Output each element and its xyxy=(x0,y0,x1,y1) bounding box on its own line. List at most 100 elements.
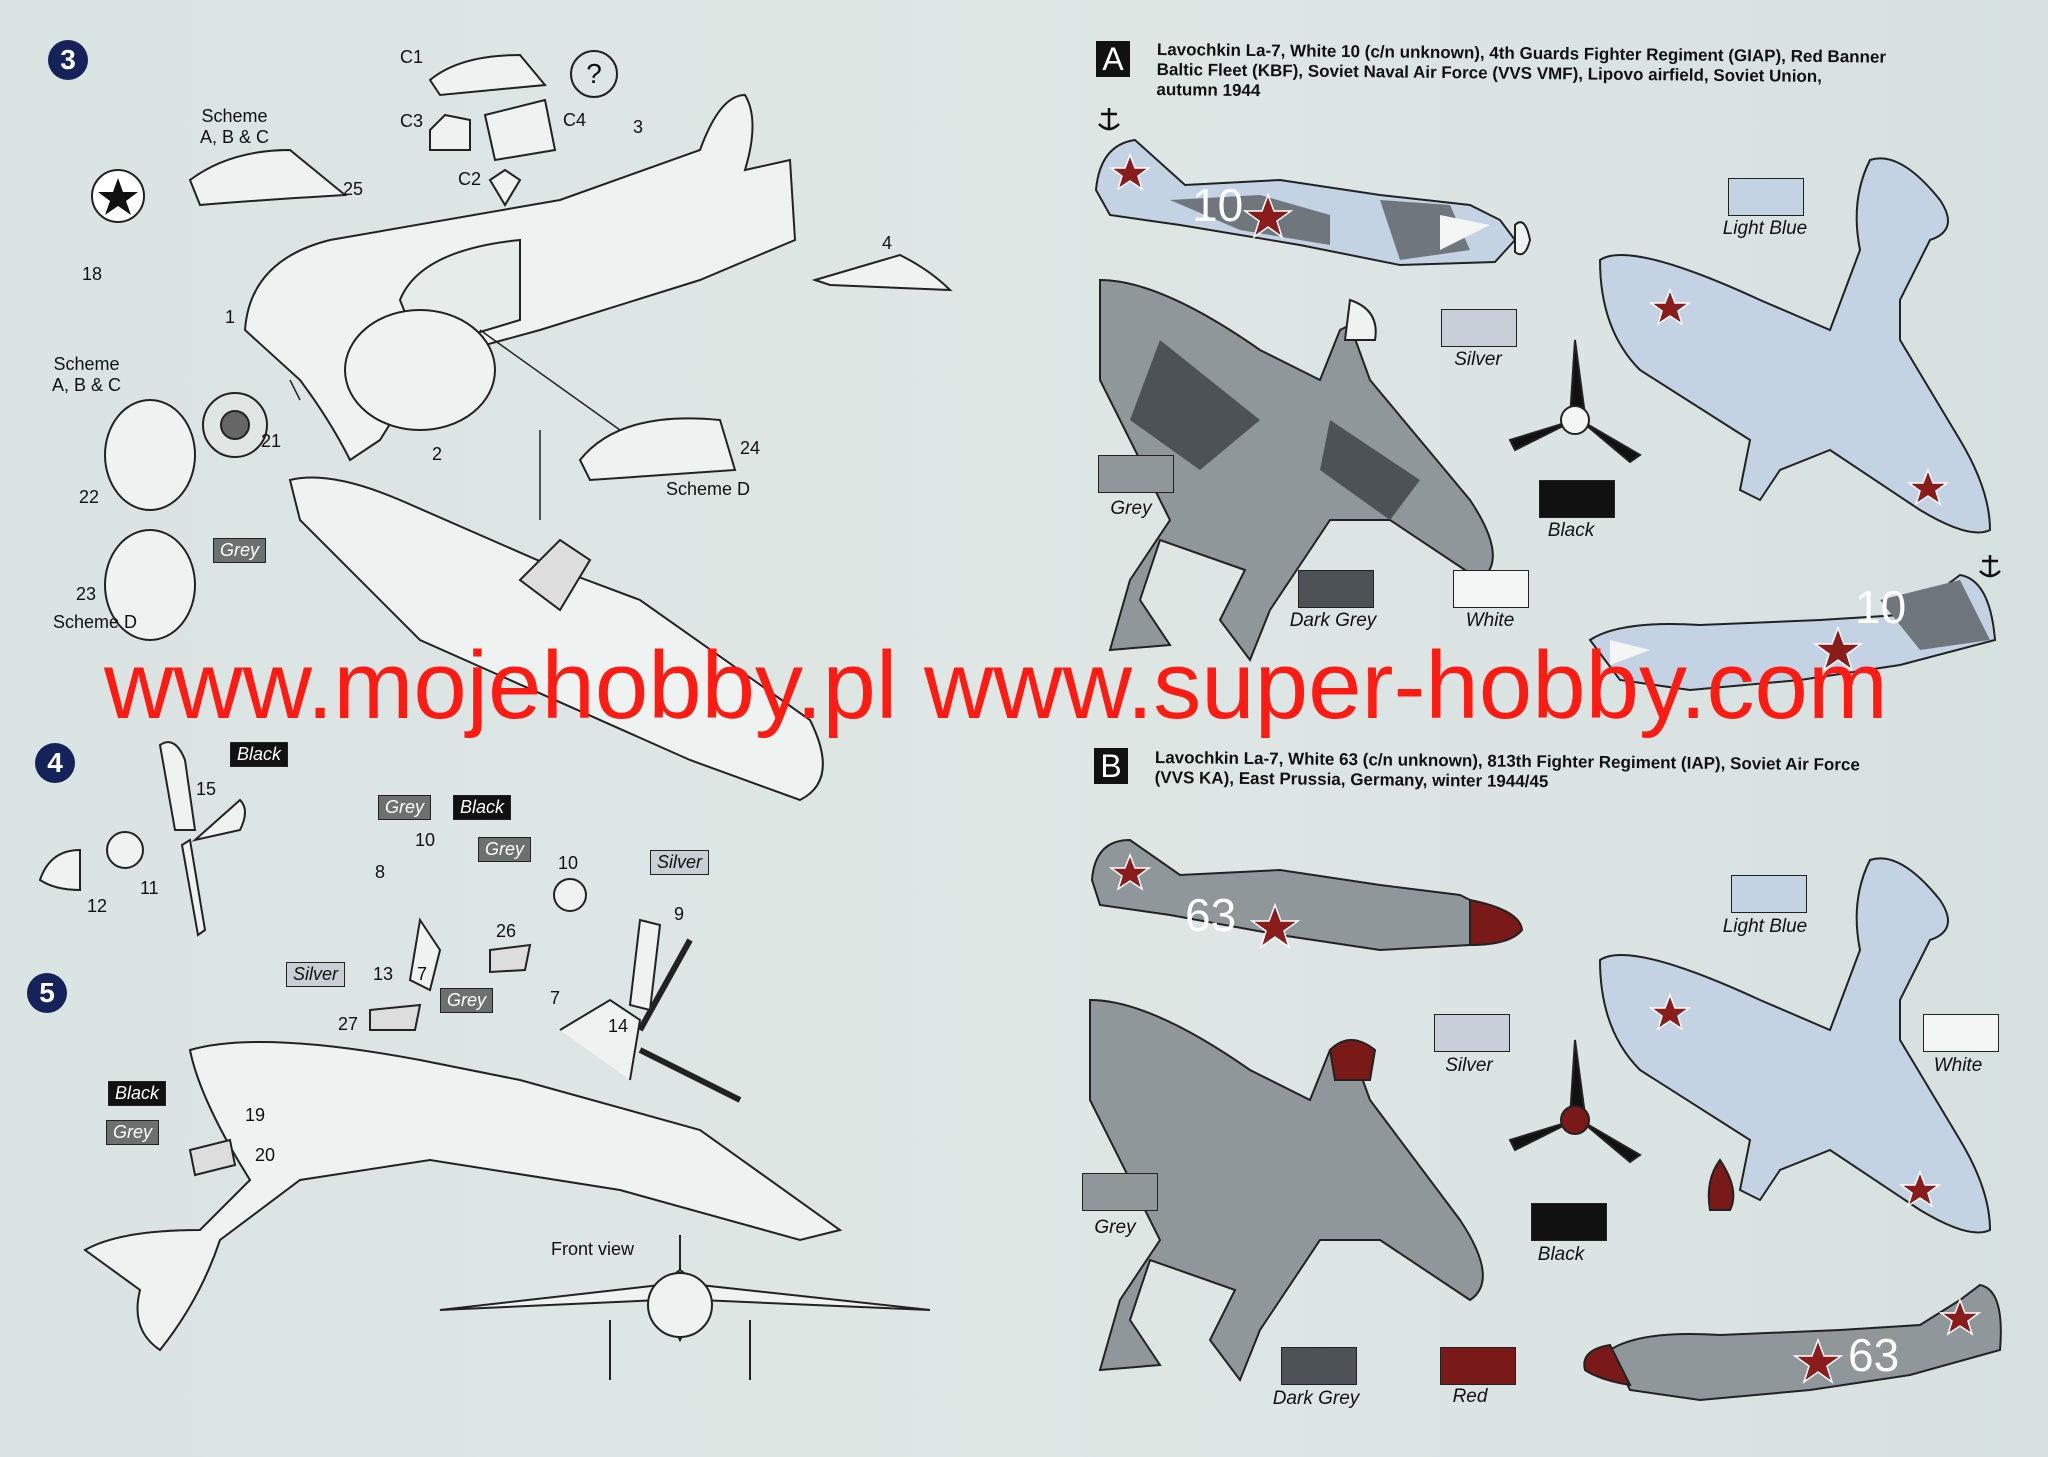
part-14: 14 xyxy=(608,1016,629,1036)
scheme-a-side-profile xyxy=(1094,138,1532,267)
part-9: 9 xyxy=(674,904,685,924)
part-27: 27 xyxy=(338,1014,359,1034)
swatch-dark-grey xyxy=(1281,1347,1357,1385)
scheme-a-side-profile-right xyxy=(1588,573,1997,692)
part-7: 7 xyxy=(417,964,428,984)
swatch-label: Dark Grey xyxy=(1289,610,1377,631)
swatch-label: Dark Grey xyxy=(1272,1388,1360,1409)
swatch-label: Black xyxy=(1537,1244,1585,1265)
swatch-light-blue xyxy=(1731,875,1807,913)
color-tag-black: Black xyxy=(453,795,512,820)
question-mark: ? xyxy=(570,50,618,98)
part-10: 10 xyxy=(558,853,579,873)
part-19: 19 xyxy=(245,1105,266,1125)
scheme-label-line: Scheme xyxy=(53,354,120,374)
swatch-black xyxy=(1539,480,1615,518)
part-12: 12 xyxy=(87,896,108,916)
swatch-silver xyxy=(1434,1014,1510,1052)
front-view-label: Front view xyxy=(551,1239,635,1259)
color-tag-grey: Grey xyxy=(378,795,432,820)
fuselage-drawing xyxy=(91,53,953,802)
scheme-a-top-view xyxy=(1099,278,1494,663)
swatch-label: Grey xyxy=(1110,498,1152,519)
star-insignia xyxy=(1108,152,1982,1384)
scheme-label-line: A, B & C xyxy=(52,375,122,395)
aircraft-code: 10 xyxy=(1192,179,1244,231)
part-15: 15 xyxy=(196,779,217,799)
swatch-black xyxy=(1531,1203,1607,1241)
part-18: 18 xyxy=(82,264,103,284)
part-c1: C1 xyxy=(400,47,424,67)
scheme-a-bottom-view xyxy=(1598,157,1992,534)
part-24: 24 xyxy=(740,438,761,458)
swatch-label: Silver xyxy=(1454,349,1502,370)
scheme-label-line: A, B & C xyxy=(200,127,270,147)
part-10: 10 xyxy=(415,830,436,850)
swatch-label: Light Blue xyxy=(1722,218,1808,239)
color-tag-black: Black xyxy=(108,1081,167,1106)
part-2: 2 xyxy=(432,444,443,464)
part-11: 11 xyxy=(140,878,159,898)
part-13: 13 xyxy=(373,964,394,984)
scheme-b-top-view xyxy=(1089,998,1484,1383)
color-tag-grey: Grey xyxy=(478,837,532,862)
aircraft-code: 63 xyxy=(1185,889,1237,941)
part-20: 20 xyxy=(255,1145,276,1165)
part-8: 8 xyxy=(375,862,386,882)
propeller-icon-a xyxy=(1508,339,1642,464)
part-23: 23 xyxy=(76,584,97,604)
part-1: 1 xyxy=(225,307,236,327)
swatch-light-blue xyxy=(1728,178,1804,216)
anchor-icon xyxy=(1098,108,2001,578)
part-c4: C4 xyxy=(563,110,587,130)
color-tag-grey: Grey xyxy=(213,538,267,563)
color-tag-grey: Grey xyxy=(106,1120,160,1145)
swatch-white xyxy=(1923,1014,1999,1052)
part-3: 3 xyxy=(633,117,644,137)
swatch-grey xyxy=(1098,455,1174,493)
scheme-a-description: Lavochkin La-7, White 10 (c/n unknown), … xyxy=(1156,40,1886,108)
color-tag-black: Black xyxy=(230,742,289,767)
swatch-dark-grey xyxy=(1298,570,1374,608)
front-view-drawing xyxy=(439,1235,931,1380)
step-5-marker: 5 xyxy=(27,973,67,1013)
scheme-d-label-right: Scheme D xyxy=(666,479,751,499)
scheme-b-bottom-view xyxy=(1598,857,1992,1234)
color-tag-grey: Grey xyxy=(440,988,494,1013)
color-tag-silver: Silver xyxy=(286,962,346,987)
part-21: 21 xyxy=(261,431,282,451)
swatch-label: White xyxy=(1933,1055,1983,1076)
part-7: 7 xyxy=(550,988,561,1008)
step-4-marker: 4 xyxy=(35,743,75,783)
part-22: 22 xyxy=(79,487,100,507)
aircraft-code: 10 xyxy=(1855,581,1907,633)
aircraft-code: 63 xyxy=(1848,1329,1900,1381)
scheme-label-line: Scheme xyxy=(201,106,268,126)
swatch-silver xyxy=(1441,309,1517,347)
scheme-b-side-profile xyxy=(1090,838,1524,952)
part-4: 4 xyxy=(882,233,893,253)
watermark: www.mojehobby.pl www.super-hobby.com xyxy=(104,632,1888,739)
part-25: 25 xyxy=(343,179,364,199)
propeller-drawing xyxy=(38,741,246,937)
swatch-red xyxy=(1440,1347,1516,1385)
part-c2: C2 xyxy=(458,169,482,189)
scheme-b-letter: B xyxy=(1094,748,1128,784)
scheme-b-side-profile-right xyxy=(1583,1283,2002,1402)
scheme-b-description: Lavochkin La-7, White 63 (c/n unknown), … xyxy=(1155,748,1860,795)
swatch-label: Grey xyxy=(1094,1217,1136,1238)
color-tag-silver: Silver xyxy=(650,850,710,875)
part-c3: C3 xyxy=(400,111,424,131)
part-26: 26 xyxy=(496,921,517,941)
underside-drawing xyxy=(83,878,843,1352)
propeller-icon-b xyxy=(1508,1039,1642,1164)
step-3-marker: 3 xyxy=(48,40,88,80)
scheme-d-label-left: Scheme D xyxy=(53,612,138,632)
swatch-grey xyxy=(1082,1173,1158,1211)
swatch-label: Red xyxy=(1452,1386,1488,1407)
swatch-label: White xyxy=(1465,610,1515,631)
